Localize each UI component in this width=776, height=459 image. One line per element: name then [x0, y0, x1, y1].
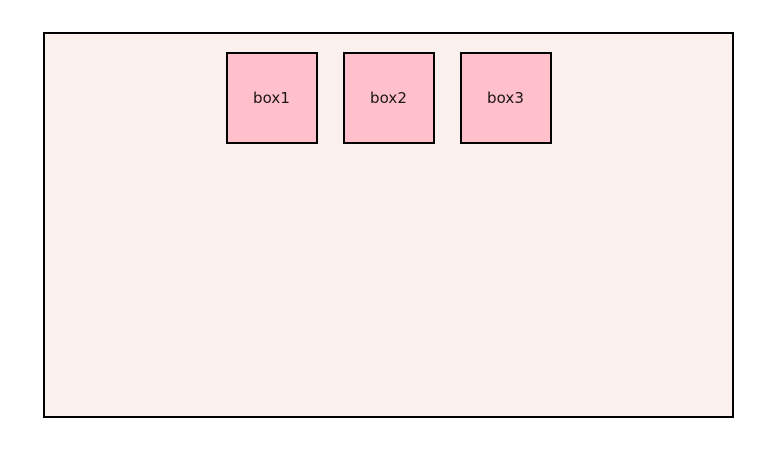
box-item-2[interactable]: box2 [342, 52, 435, 144]
box-item-1-label: box1 [252, 88, 291, 107]
flex-container: box1 box2 box3 [43, 32, 734, 418]
box-item-3[interactable]: box3 [459, 52, 552, 144]
box-item-2-label: box2 [369, 88, 408, 107]
box-item-1[interactable]: box1 [225, 52, 318, 144]
box-item-3-label: box3 [486, 88, 525, 107]
